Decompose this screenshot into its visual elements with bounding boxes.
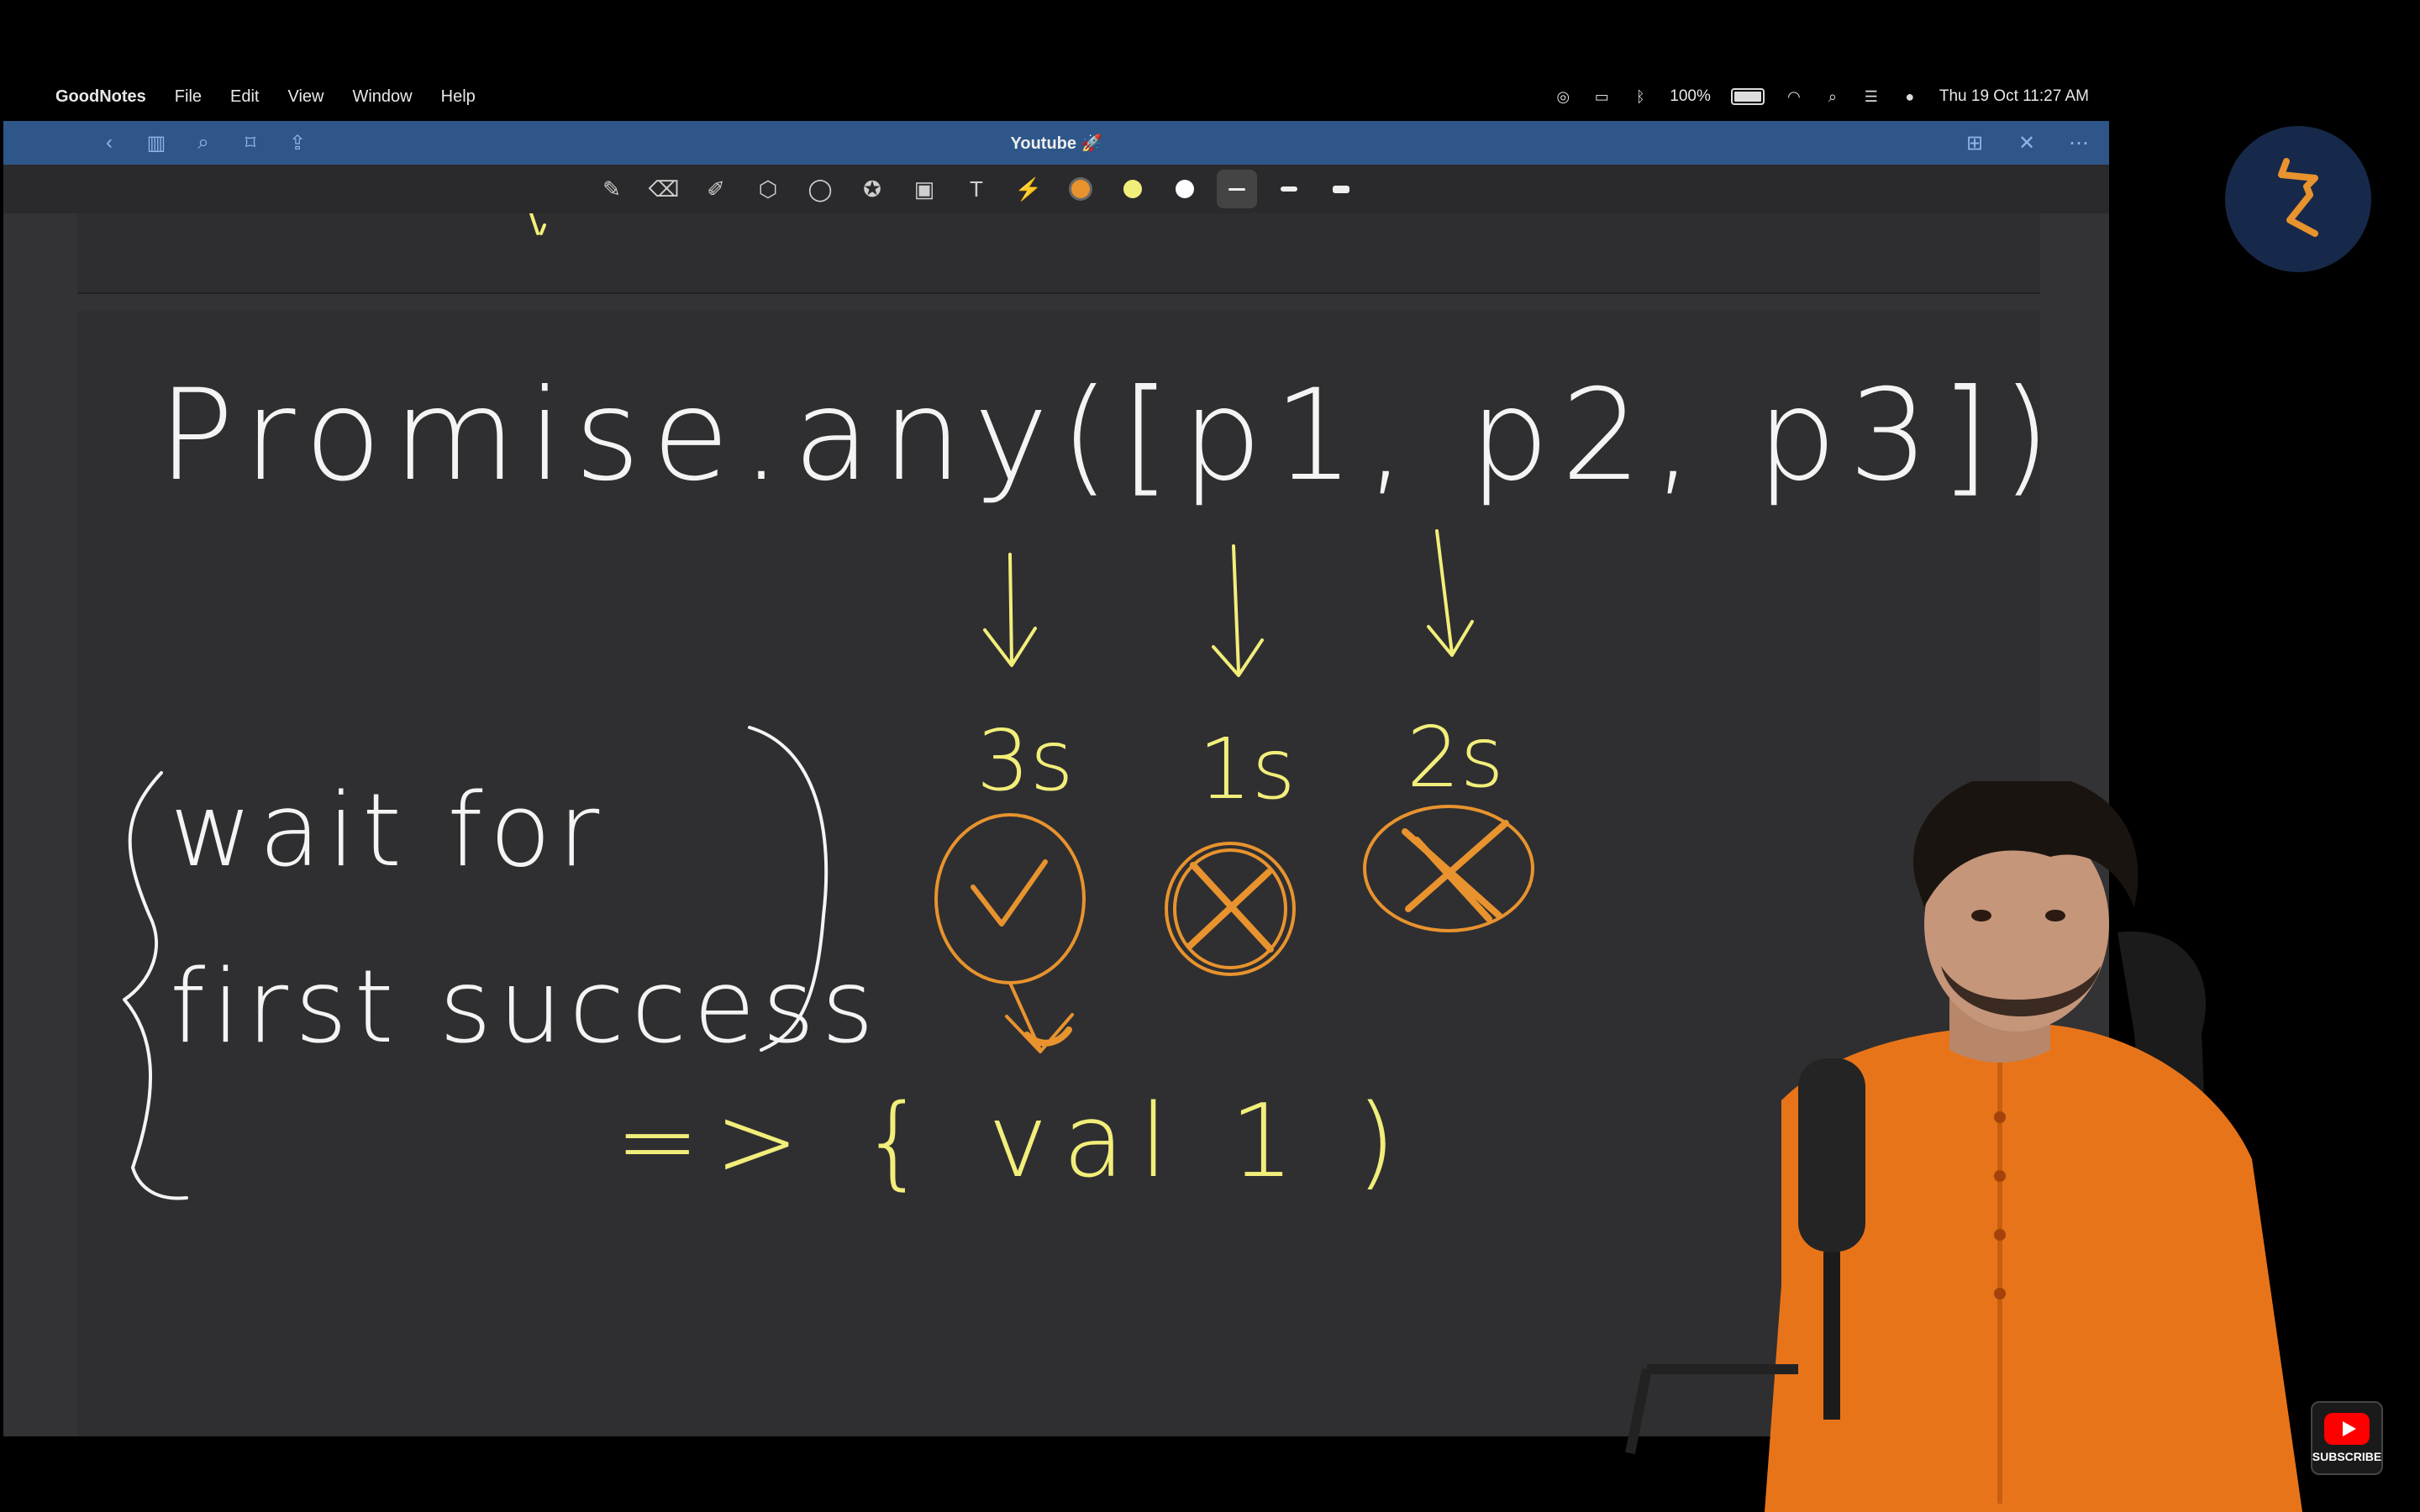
handwriting-ink: Promise.any([p1, p2, p3]) 3s 1s 2s bbox=[123, 363, 2040, 1200]
search-icon[interactable]: ⌕ bbox=[1828, 88, 1837, 105]
channel-logo bbox=[2225, 126, 2371, 272]
wifi-icon[interactable]: ◠ bbox=[1787, 88, 1801, 105]
battery-icon[interactable] bbox=[1730, 88, 1765, 105]
subscribe-button[interactable]: SUBSCRIBE bbox=[2311, 1401, 2383, 1475]
left-brace bbox=[123, 771, 188, 1200]
previous-page-ink bbox=[529, 213, 546, 235]
color-orange[interactable] bbox=[1060, 170, 1101, 208]
clock[interactable]: Thu 19 Oct 11:27 AM bbox=[1939, 87, 2089, 105]
menu-help[interactable]: Help bbox=[440, 87, 476, 106]
battery-percent: 100% bbox=[1670, 87, 1711, 105]
note-line-1: wait for bbox=[170, 773, 606, 890]
share-icon[interactable]: ⇪ bbox=[288, 131, 307, 155]
logo-mark-icon bbox=[2278, 158, 2318, 237]
pen-icon[interactable]: ✎ bbox=[602, 176, 621, 202]
back-icon[interactable]: ‹ bbox=[106, 131, 113, 154]
stroke-thick[interactable] bbox=[1321, 170, 1361, 208]
eraser-icon[interactable]: ⌫ bbox=[648, 176, 680, 202]
more-icon[interactable]: ⋯ bbox=[2069, 131, 2089, 155]
presenter-illustration bbox=[1625, 771, 2302, 1512]
previous-page[interactable] bbox=[77, 213, 2040, 294]
result-ink: => { val 1 ) bbox=[615, 1084, 1411, 1200]
document-title[interactable]: Youtube 🚀 bbox=[1010, 134, 1102, 153]
sidebar-icon[interactable]: ▥ bbox=[146, 131, 166, 155]
presenter-video bbox=[1580, 771, 2420, 1512]
stroke-medium[interactable] bbox=[1269, 170, 1309, 208]
macos-menu-bar: GoodNotes File Edit View Window Help ◎ ▭… bbox=[0, 72, 2109, 121]
bluetooth-icon[interactable]: ᛒ bbox=[1635, 88, 1645, 105]
arrows bbox=[983, 529, 1474, 677]
note-page[interactable]: Promise.any([p1, p2, p3]) 3s 1s 2s bbox=[77, 311, 2040, 1436]
siri-icon[interactable]: ● bbox=[1905, 88, 1915, 105]
menu-file[interactable]: File bbox=[174, 87, 203, 106]
add-page-icon[interactable]: ⊞ bbox=[1965, 131, 1984, 155]
shapes-icon[interactable]: ⬡ bbox=[758, 176, 778, 202]
menu-edit[interactable]: Edit bbox=[230, 87, 260, 106]
bookmark-icon[interactable]: ⌑ bbox=[245, 131, 256, 155]
text-icon[interactable]: T bbox=[970, 176, 983, 202]
highlighter-icon[interactable]: ✐ bbox=[707, 176, 725, 202]
document-title-bar: ‹ ▥ ⌕ ⌑ ⇪ Youtube 🚀 ⊞ ✕ ⋯ bbox=[3, 121, 2109, 165]
timing-p1: 3s bbox=[976, 711, 1074, 810]
subscribe-label: SUBSCRIBE bbox=[2312, 1450, 2382, 1463]
menu-view[interactable]: View bbox=[287, 87, 324, 106]
stroke-thin[interactable] bbox=[1217, 170, 1257, 208]
result-marks bbox=[934, 805, 1534, 1053]
right-paren bbox=[748, 726, 829, 1052]
note-canvas[interactable]: Promise.any([p1, p2, p3]) 3s 1s 2s bbox=[3, 213, 2109, 1436]
color-white[interactable] bbox=[1165, 170, 1205, 208]
heading-ink: Promise.any([p1, p2, p3]) bbox=[158, 363, 2040, 509]
menu-window[interactable]: Window bbox=[352, 87, 413, 106]
close-icon[interactable]: ✕ bbox=[2018, 131, 2036, 155]
timing-p3: 2s bbox=[1407, 708, 1504, 806]
screen-share-icon[interactable]: ◎ bbox=[1556, 88, 1570, 105]
sticker-icon[interactable]: ✪ bbox=[863, 176, 881, 202]
app-menu[interactable]: GoodNotes bbox=[55, 87, 146, 106]
timing-p2: 1s bbox=[1198, 720, 1296, 818]
lasso-icon[interactable]: ◯ bbox=[808, 176, 833, 202]
image-icon[interactable]: ▣ bbox=[913, 176, 935, 202]
youtube-icon bbox=[2324, 1413, 2370, 1445]
status-area: ◎ ▭ ᛒ 100% ◠ ⌕ ☰ ● Thu 19 Oct 11:27 AM bbox=[1554, 87, 2089, 106]
search-icon[interactable]: ⌕ bbox=[197, 131, 209, 154]
control-center-icon[interactable]: ☰ bbox=[1864, 88, 1878, 105]
note-line-2: first success bbox=[170, 949, 881, 1066]
display-icon[interactable]: ▭ bbox=[1594, 88, 1609, 105]
laser-icon[interactable]: ⚡ bbox=[1014, 176, 1043, 202]
drawing-toolbar: ✎ ⌫ ✐ ⬡ ◯ ✪ ▣ T ⚡ bbox=[3, 165, 2109, 214]
color-yellow[interactable] bbox=[1113, 170, 1153, 208]
